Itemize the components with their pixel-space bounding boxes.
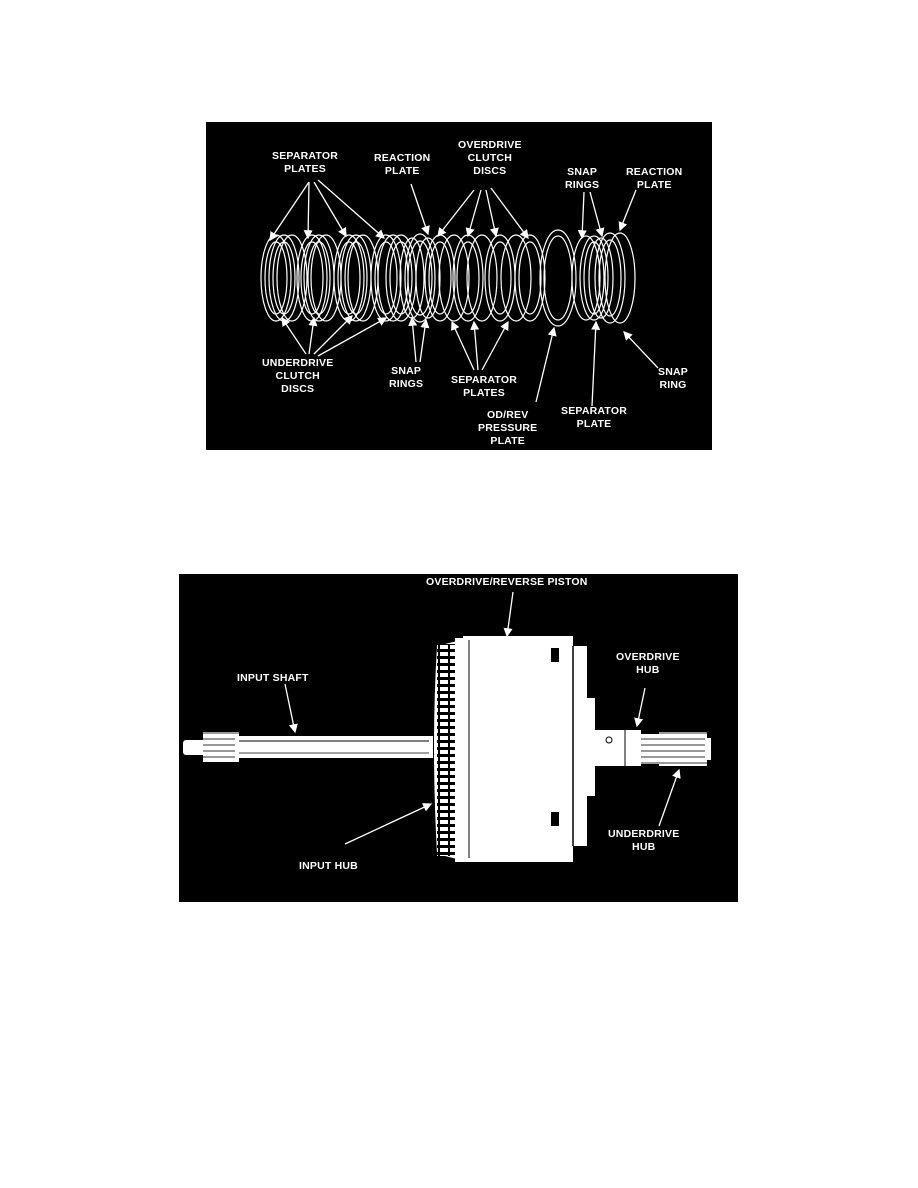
- underdrive-clutch-pack: [260, 234, 417, 322]
- label-overdrive-reverse-piston: OVERDRIVE/REVERSE PISTON: [426, 576, 588, 588]
- label-input-hub: INPUT HUB: [299, 860, 358, 872]
- label-reaction-plate-left: REACTION PLATE: [374, 152, 431, 177]
- label-input-shaft: INPUT SHAFT: [237, 672, 309, 684]
- label-snap-rings-bottom: SNAP RINGS: [389, 365, 424, 390]
- label-underdrive-hub: UNDERDRIVE HUB: [608, 828, 680, 853]
- label-overdrive-hub: OVERDRIVE HUB: [616, 651, 680, 676]
- label-separator-plates-top: SEPARATOR PLATES: [272, 150, 338, 175]
- overdrive-hub: [595, 730, 659, 766]
- label-separator-plates-bottom: SEPARATOR PLATES: [451, 374, 517, 399]
- leader-arrows-2: [284, 591, 681, 845]
- label-od-rev-pressure-plate: OD/REV PRESSURE PLATE: [478, 409, 538, 447]
- input-hub: [434, 638, 465, 862]
- underdrive-hub: [659, 732, 711, 766]
- label-snap-ring: SNAP RING: [658, 366, 688, 391]
- leader-arrows: [269, 179, 659, 407]
- label-separator-plate: SEPARATOR PLATE: [561, 405, 627, 430]
- pressure-plate: [539, 229, 577, 327]
- input-shaft: [183, 732, 433, 762]
- input-assembly-drawing: [183, 591, 711, 862]
- label-overdrive-clutch-discs: OVERDRIVE CLUTCH DISCS: [458, 139, 522, 177]
- clutch-pack-diagram: SEPARATOR PLATES REACTION PLATE OVERDRIV…: [206, 122, 712, 450]
- center-snap-rings: [399, 233, 441, 323]
- input-shaft-assembly-diagram: OVERDRIVE/REVERSE PISTON INPUT SHAFT OVE…: [179, 574, 738, 902]
- label-snap-rings-top: SNAP RINGS: [565, 166, 600, 191]
- overdrive-reverse-piston: [463, 636, 595, 862]
- label-underdrive-clutch-discs: UNDERDRIVE CLUTCH DISCS: [262, 357, 334, 395]
- clutch-rings: [260, 229, 636, 327]
- label-reaction-plate-right: REACTION PLATE: [626, 166, 683, 191]
- clutch-pack-drawing: [260, 179, 659, 407]
- overdrive-clutch-pack: [424, 234, 546, 322]
- rear-snap-rings: [571, 232, 636, 324]
